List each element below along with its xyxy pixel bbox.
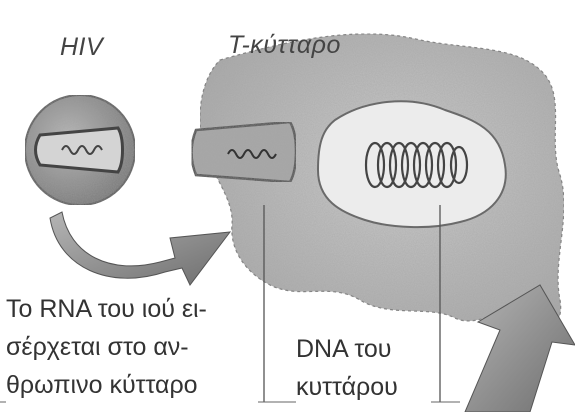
t-cell-label: T-κύτταρο [228, 31, 341, 60]
entry-arrow [50, 212, 230, 285]
dna-caption-line-1: DNA του [296, 330, 431, 368]
hiv-label: HIV [60, 33, 103, 62]
rna-caption-line-1: Το RNA του ιού ει- [6, 290, 258, 328]
rna-caption-line-2: σέρχεται στο αν- [6, 328, 258, 366]
dna-caption: DNA του κυττάρου [296, 330, 431, 406]
rna-caption-line-3: θρωπινο κύτταρο [6, 366, 258, 404]
capsid-in-cell [192, 122, 297, 182]
dna-caption-line-2: κυττάρου [296, 368, 431, 406]
rna-caption: Το RNA του ιού ει- σέρχεται στο αν- θρωπ… [6, 290, 258, 404]
hiv-virus-particle [25, 95, 135, 205]
